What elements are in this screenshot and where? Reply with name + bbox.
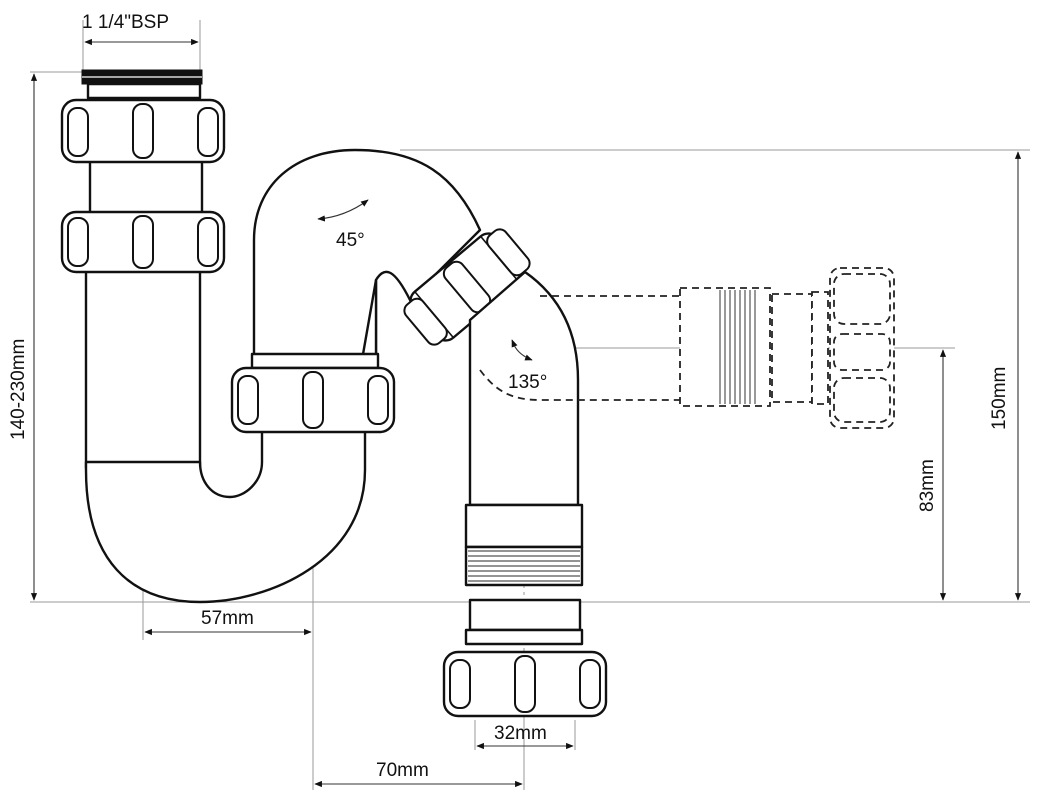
outlet-bend bbox=[468, 270, 580, 507]
label-width-57: 57mm bbox=[201, 608, 254, 629]
outlet-nut bbox=[442, 650, 608, 718]
label-width-70: 70mm bbox=[376, 760, 429, 781]
inlet-pipe bbox=[81, 69, 204, 470]
outlet-coupling bbox=[464, 598, 584, 646]
label-bsp: 1 1/4"BSP bbox=[82, 12, 169, 33]
horizontal-outlet-option bbox=[479, 267, 895, 429]
outlet-adapter bbox=[464, 503, 584, 587]
label-angle-45: 45° bbox=[336, 230, 365, 251]
inlet-lower-nut bbox=[60, 210, 226, 274]
inlet-upper-nut bbox=[60, 98, 226, 164]
riser-bend bbox=[250, 148, 482, 370]
u-bend bbox=[84, 428, 367, 604]
dimension-lines bbox=[30, 38, 1022, 788]
label-height-150: 150mm bbox=[989, 367, 1010, 430]
riser-nut bbox=[230, 366, 396, 434]
angle-45-arc bbox=[317, 199, 369, 222]
dimension-labels: 1 1/4"BSP 140-230mm 45° 135° 150mm 83mm … bbox=[8, 12, 1010, 781]
label-height-83: 83mm bbox=[917, 459, 938, 512]
label-height-range: 140-230mm bbox=[8, 339, 29, 440]
label-angle-135: 135° bbox=[508, 372, 547, 393]
label-outlet-32: 32mm bbox=[494, 723, 547, 744]
angle-135-arc bbox=[511, 339, 533, 361]
